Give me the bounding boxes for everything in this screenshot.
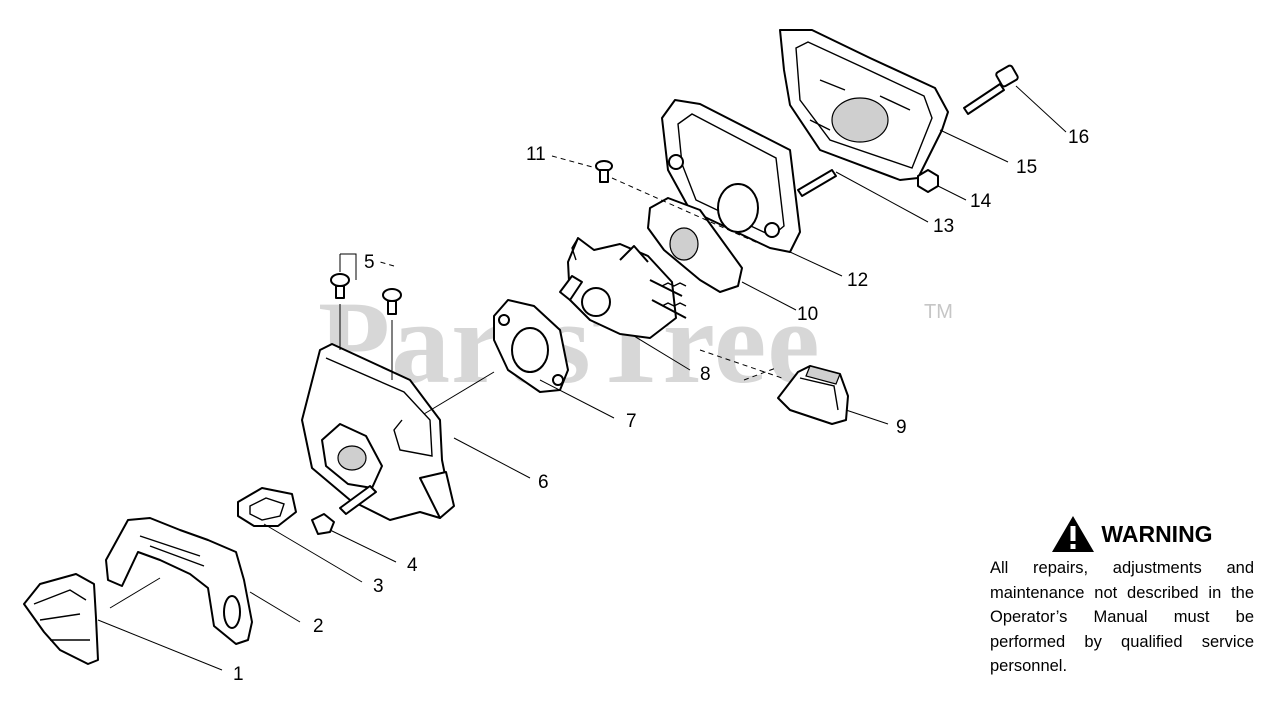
warning-header: WARNING	[1010, 514, 1254, 554]
part-6-adapter-housing[interactable]	[301, 343, 455, 521]
callout-2[interactable]: 2	[313, 616, 324, 637]
callout-15[interactable]: 15	[1016, 157, 1037, 178]
callout-14[interactable]: 14	[970, 191, 992, 212]
part-13-stud[interactable]	[797, 169, 837, 197]
callout-6[interactable]: 6	[538, 472, 549, 493]
part-8-carburetor[interactable]	[559, 237, 687, 339]
part-11-screw[interactable]	[595, 160, 613, 183]
callout-8[interactable]: 8	[700, 364, 711, 385]
part-5-screws[interactable]	[330, 273, 402, 315]
warning-notice: WARNING All repairs, adjustments and mai…	[990, 514, 1254, 679]
part-9-fitting[interactable]	[777, 365, 849, 425]
callout-12[interactable]: 12	[847, 270, 868, 291]
part-14-nut[interactable]	[917, 169, 939, 193]
part-2-bracket[interactable]	[105, 517, 253, 645]
callout-16[interactable]: 16	[1068, 127, 1089, 148]
callout-4[interactable]: 4	[407, 555, 418, 576]
part-7-gasket[interactable]	[493, 299, 569, 393]
callout-3[interactable]: 3	[373, 576, 384, 597]
callout-13[interactable]: 13	[933, 216, 954, 237]
callout-10[interactable]: 10	[797, 304, 818, 325]
callout-11[interactable]: 11	[526, 144, 546, 165]
part-4-grommet[interactable]	[311, 513, 335, 535]
leader-lines	[97, 85, 1067, 671]
part-16-screw[interactable]	[963, 64, 1019, 115]
callout-7[interactable]: 7	[626, 411, 637, 432]
callout-5[interactable]: 5	[364, 252, 375, 273]
warning-triangle-icon	[1052, 516, 1095, 552]
part-3-o-ring[interactable]	[237, 487, 297, 527]
callout-1[interactable]: 1	[233, 664, 244, 685]
part-12-filter-plate[interactable]	[661, 99, 801, 253]
warning-title: WARNING	[1101, 520, 1213, 547]
part-15-air-filter-cover[interactable]	[779, 29, 949, 181]
warning-body: All repairs, adjustments and maintenance…	[990, 559, 1254, 675]
trademark-mark: TM	[924, 301, 953, 323]
part-1-shroud[interactable]	[23, 573, 99, 665]
callout-9[interactable]: 9	[896, 417, 907, 438]
part-10-gasket[interactable]	[647, 197, 743, 293]
